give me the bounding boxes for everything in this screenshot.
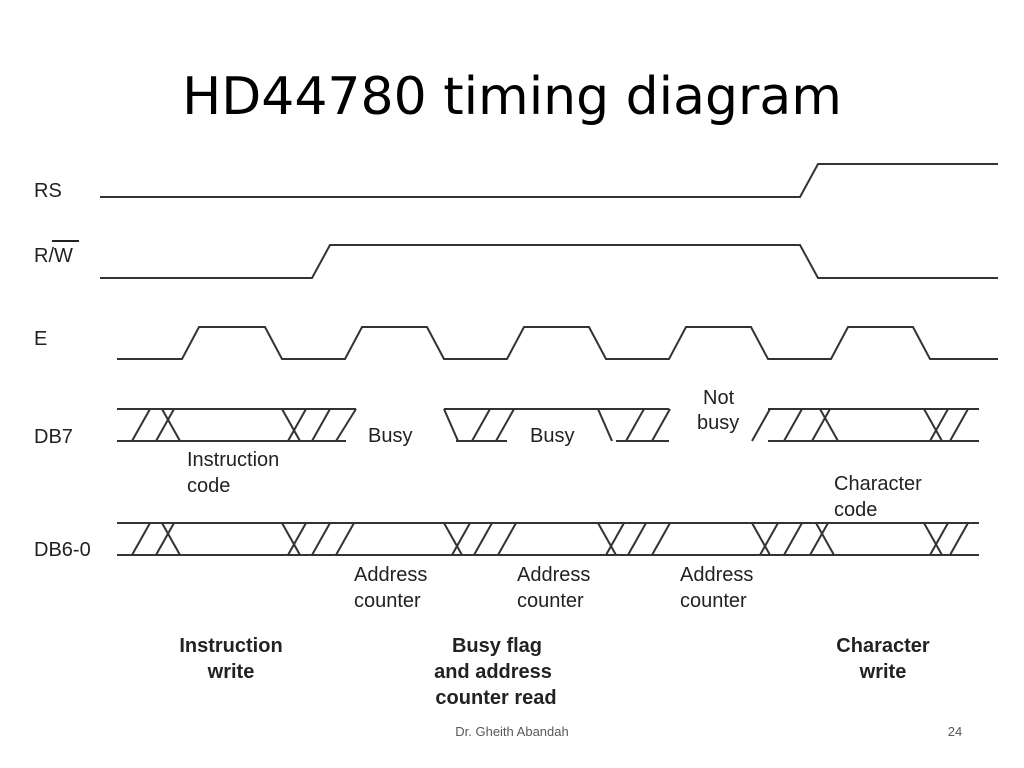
signal-label-db60: DB6-0: [34, 539, 91, 561]
instruction-code-line2: code: [187, 475, 230, 497]
instruction-code-line1: Instruction: [187, 449, 279, 471]
signal-label-rs: RS: [34, 180, 62, 202]
phase-busy-read-line3: counter read: [435, 687, 556, 709]
phase-character-write-line2: write: [859, 661, 907, 683]
address-counter-1-line2: counter: [354, 590, 421, 612]
phase-busy-read-line1: Busy flag: [452, 635, 542, 657]
signal-label-db7: DB7: [34, 426, 73, 448]
phase-character-write-line1: Character: [836, 635, 930, 657]
address-counter-2-line2: counter: [517, 590, 584, 612]
db7-not-busy-line1: Not: [703, 387, 735, 409]
slide-title: HD44780 timing diagram: [182, 67, 842, 127]
signal-label-e: E: [34, 328, 47, 350]
address-counter-3-line2: counter: [680, 590, 747, 612]
address-counter-3-line1: Address: [680, 564, 753, 586]
page-number: 24: [947, 724, 963, 739]
signal-label-rw-prefix: R/: [34, 245, 54, 267]
e-waveform: [117, 326, 998, 360]
db7-not-busy-line2: busy: [697, 412, 739, 434]
footer-author: Dr. Gheith Abandah: [455, 724, 569, 739]
phase-busy-read-line2: and address: [434, 661, 552, 683]
rs-waveform: [100, 163, 998, 198]
address-counter-2-line1: Address: [517, 564, 590, 586]
db7-busy-label-1: Busy: [368, 425, 412, 447]
phase-instruction-write-line1: Instruction: [179, 635, 282, 657]
character-code-line1: Character: [834, 473, 922, 495]
db7-waveform: [117, 408, 979, 442]
rw-waveform: [100, 244, 998, 279]
db60-waveform: [117, 522, 979, 556]
db7-busy-label-2: Busy: [530, 425, 574, 447]
signal-label-rw-bar: W: [54, 245, 73, 267]
signal-label-rw: R/W: [34, 245, 73, 267]
character-code-line2: code: [834, 499, 877, 521]
address-counter-1-line1: Address: [354, 564, 427, 586]
phase-instruction-write-line2: write: [207, 661, 255, 683]
